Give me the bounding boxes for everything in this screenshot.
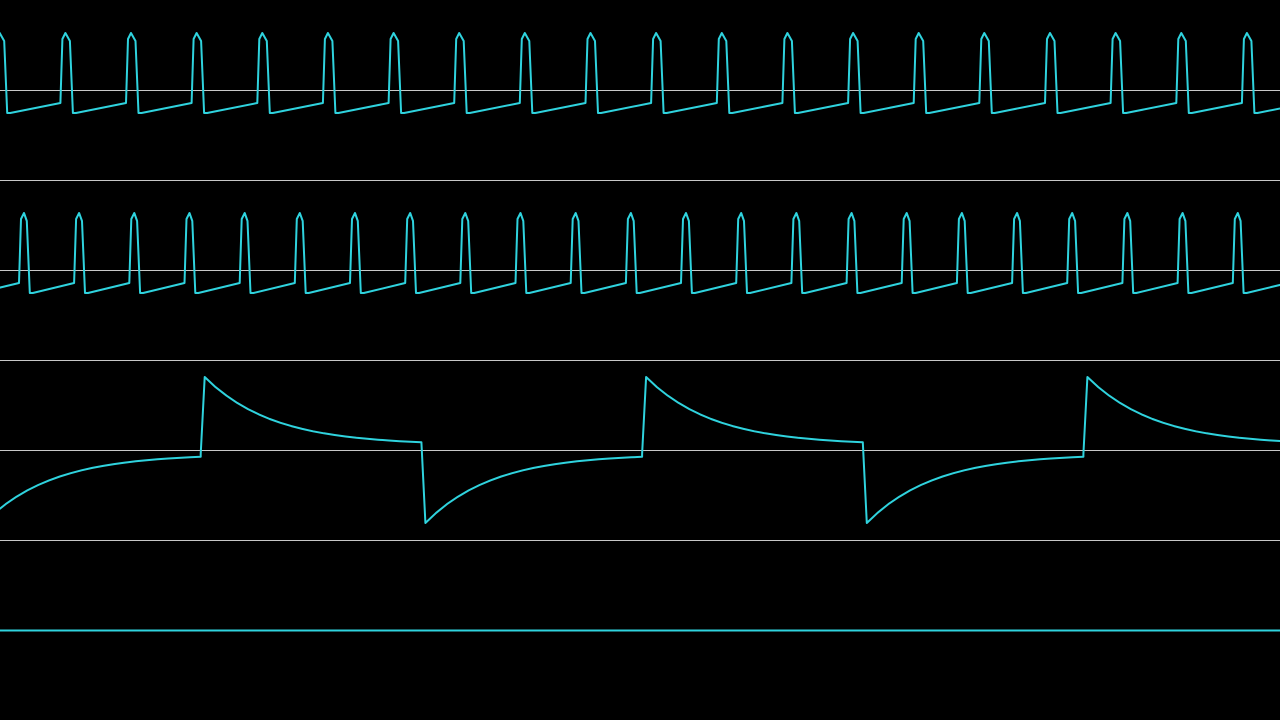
channel-3-waveform [0, 376, 1280, 524]
channel-1-waveform [0, 32, 1280, 114]
channel-2-waveform [0, 212, 1280, 294]
